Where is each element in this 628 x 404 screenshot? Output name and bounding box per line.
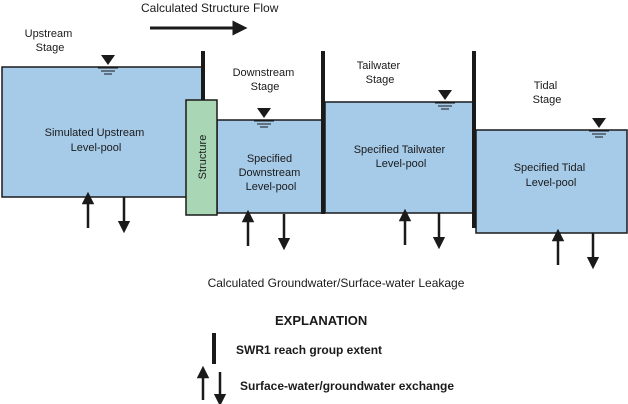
tailwater-water-level-icon bbox=[435, 90, 455, 110]
tidal-stage-label: Tidal Stage bbox=[533, 80, 562, 106]
tailwater-pool-label: Specified Tailwater Level-pool bbox=[354, 144, 449, 170]
tailwater-stage-label: Tailwater Stage bbox=[357, 60, 403, 86]
structure-flow-title: Calculated Structure Flow bbox=[141, 1, 279, 15]
explanation-title: EXPLANATION bbox=[275, 313, 367, 328]
leakage-caption: Calculated Groundwater/Surface-water Lea… bbox=[208, 276, 465, 290]
structure-label: Structure bbox=[197, 135, 209, 180]
downstream-stage-label: Downstream Stage bbox=[233, 67, 298, 93]
downstream-pool-label: Specified Downstream Level-pool bbox=[239, 153, 304, 193]
upstream-stage-label: Upstream Stage bbox=[25, 28, 76, 54]
upstream-pool-label: Simulated Upstream Level-pool bbox=[45, 127, 148, 154]
upstream-pool bbox=[1, 66, 203, 198]
tidal-pool-label: Specified Tidal Level-pool bbox=[514, 162, 589, 189]
downstream-water-level-icon bbox=[254, 108, 274, 128]
tidal-pool bbox=[475, 129, 628, 234]
downstream-pool bbox=[216, 119, 323, 214]
legend-exchange-label: Surface-water/groundwater exchange bbox=[240, 379, 454, 393]
structure-box bbox=[185, 99, 218, 216]
upstream-water-level-icon bbox=[98, 55, 118, 75]
legend-reach-label: SWR1 reach group extent bbox=[236, 343, 382, 357]
tidal-water-level-icon bbox=[589, 118, 609, 138]
